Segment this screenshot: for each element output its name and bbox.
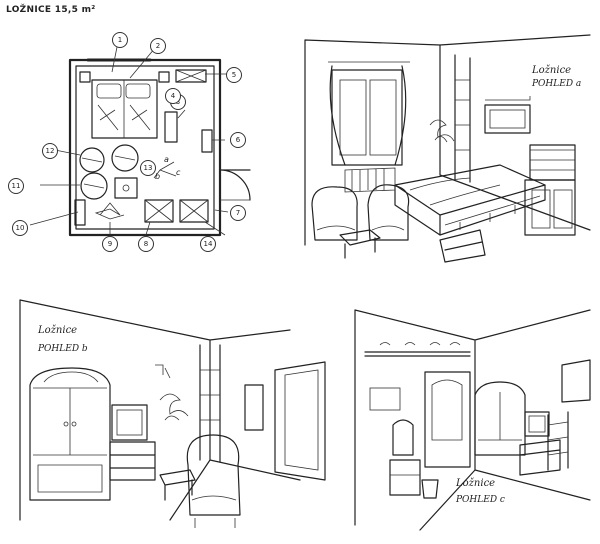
callout-13: 13 — [140, 160, 156, 176]
callout-6: 6 — [230, 132, 246, 148]
callout-2: 2 — [150, 38, 166, 54]
view-a-label: POHLED a — [532, 79, 582, 89]
view-a-word: Ložnice — [532, 65, 572, 76]
view-c-label: POHLED c — [456, 495, 505, 505]
view-mark-c: c — [176, 168, 181, 177]
callout-14: 14 — [200, 236, 216, 252]
callout-8: 8 — [138, 236, 154, 252]
callout-12: 12 — [42, 143, 58, 159]
callout-10: 10 — [12, 220, 28, 236]
callout-7: 7 — [230, 205, 246, 221]
view-mark-b: b — [155, 172, 161, 181]
callout-1: 1 — [112, 32, 128, 48]
sheet-title: LOŽNICE 15,5 m² — [6, 5, 96, 15]
callout-11: 11 — [8, 178, 24, 194]
callout-9: 9 — [102, 236, 118, 252]
view-b-word: Ložnice — [38, 325, 78, 336]
view-mark-a: a — [164, 155, 169, 164]
view-b-label: POHLED b — [38, 344, 88, 354]
view-c-word: Ložnice — [456, 478, 496, 489]
callout-4: 4 — [165, 88, 181, 104]
callout-5: 5 — [226, 67, 242, 83]
